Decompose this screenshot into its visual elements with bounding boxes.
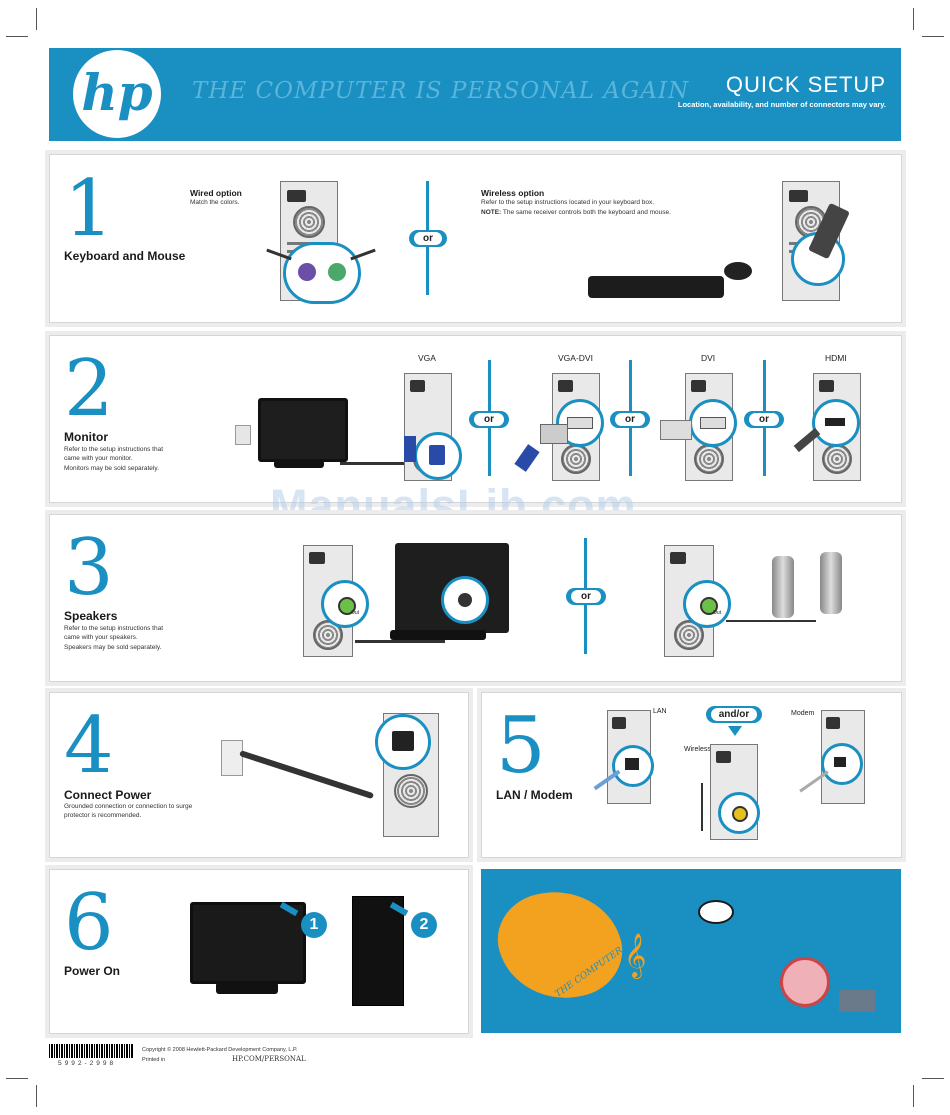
step2-red-text: Refer to the setup instructions that cam… xyxy=(64,446,163,462)
purple-keyboard-plug xyxy=(298,263,316,281)
printed-in-text: Printed in xyxy=(142,1057,166,1063)
wireless-antenna-port-zoom xyxy=(718,792,760,834)
wired-option-title: Wired option xyxy=(190,188,242,198)
step4-title: Connect Power xyxy=(64,788,152,802)
crop-mark xyxy=(922,36,944,37)
modem-label: Modem xyxy=(791,710,815,717)
lan-port-zoom xyxy=(612,745,654,787)
modem-port-zoom xyxy=(821,743,863,785)
footer-url: HP.COM/PERSONAL xyxy=(232,1055,306,1063)
camera-icon xyxy=(839,990,875,1012)
wireless-keyboard-image xyxy=(588,276,724,298)
or-badge: or xyxy=(566,588,606,605)
step6-number: 6 xyxy=(64,878,114,968)
green-mouse-plug xyxy=(328,263,346,281)
note-label: NOTE: xyxy=(481,209,502,216)
or-badge: or xyxy=(744,411,784,428)
out-label: Out xyxy=(713,610,722,616)
step5-title: LAN / Modem xyxy=(496,788,573,802)
crop-mark xyxy=(913,8,914,30)
dvi-port-zoom xyxy=(689,399,737,447)
header-banner xyxy=(49,48,901,141)
music-note-icon: 𝄞 xyxy=(624,935,647,977)
wireless-antenna-image xyxy=(701,783,703,831)
wireless-mouse-image xyxy=(724,262,752,280)
crop-mark xyxy=(36,1085,37,1107)
audio-cable xyxy=(355,640,445,643)
audio-out-zoom: Out xyxy=(321,580,369,628)
or-badge: or xyxy=(469,411,509,428)
film-reel-icon xyxy=(780,957,830,1007)
eye-icon xyxy=(698,900,734,924)
speaker-cable xyxy=(726,620,816,622)
dvi-cable-plug xyxy=(660,420,692,440)
vga-cable-plug xyxy=(404,436,416,462)
step3-note: Speakers may be sold separately. xyxy=(64,644,162,651)
step3-number: 3 xyxy=(64,523,114,613)
computer-power-button-badge: 2 xyxy=(411,912,437,938)
page-subtitle: Location, availability, and number of co… xyxy=(677,100,886,109)
wall-outlet-image xyxy=(235,425,251,445)
wireless-option-text: Refer to the setup instructions located … xyxy=(481,199,655,206)
crop-mark xyxy=(36,8,37,30)
note-text: The same receiver controls both the keyb… xyxy=(501,209,671,216)
step4-number: 4 xyxy=(64,701,114,791)
monitor-image xyxy=(258,398,348,462)
copyright-text: Copyright © 2008 Hewlett-Packard Develop… xyxy=(142,1047,298,1053)
out-label: Out xyxy=(351,610,360,616)
connector-label-vga: VGA xyxy=(418,353,436,363)
computer-front-image xyxy=(352,896,404,1006)
monitor-image xyxy=(190,902,306,984)
crop-mark xyxy=(6,36,28,37)
connector-label-dvi: DVI xyxy=(701,353,716,363)
monitor-stand xyxy=(216,982,278,994)
down-arrow-icon xyxy=(728,726,742,736)
step4-note: Grounded connection or connection to sur… xyxy=(64,803,193,819)
step6-title: Power On xyxy=(64,964,121,978)
crop-mark xyxy=(922,1078,944,1079)
step3-red-text: Refer to the setup instructions that cam… xyxy=(64,625,163,641)
connector-label-hdmi: HDMI xyxy=(825,353,847,363)
monitor-audio-in-zoom xyxy=(441,576,489,624)
step1-number: 1 xyxy=(64,164,114,254)
barcode-image xyxy=(49,1044,134,1058)
step1-title: Keyboard and Mouse xyxy=(64,249,186,263)
connector-label-vga-dvi: VGA-DVI xyxy=(558,353,593,363)
monitor-cable xyxy=(340,462,420,465)
page-title: QUICK SETUP xyxy=(725,72,886,97)
wall-outlet-image xyxy=(221,740,243,776)
power-socket-zoom xyxy=(375,714,431,770)
speaker-left-image xyxy=(772,556,794,618)
monitor-stand xyxy=(274,460,324,468)
wireless-label: Wireless xyxy=(684,746,711,753)
header-tagline: THE COMPUTER IS PERSONAL AGAIN xyxy=(192,78,690,104)
hdmi-port-zoom xyxy=(812,399,860,447)
hp-logo-text: hp xyxy=(81,63,153,122)
wireless-option-title: Wireless option xyxy=(481,188,545,198)
step5-number: 5 xyxy=(496,701,546,791)
vga-port-zoom xyxy=(414,432,462,480)
wireless-note: NOTE: The same receiver controls both th… xyxy=(481,209,671,218)
lan-label: LAN xyxy=(653,708,667,715)
step2-note: Monitors may be sold separately. xyxy=(64,465,159,472)
or-badge: or xyxy=(409,230,447,247)
step2-number: 2 xyxy=(64,344,114,434)
barcode-number: 5992-2998 xyxy=(58,1060,117,1067)
vga-dvi-adapter-image xyxy=(540,424,568,444)
step3-title: Speakers xyxy=(64,609,118,623)
ps2-port-zoom xyxy=(283,242,361,304)
andor-badge: and/or xyxy=(706,706,762,723)
audio-out-zoom: Out xyxy=(683,580,731,628)
step2-title: Monitor xyxy=(64,430,108,444)
speaker-right-image xyxy=(820,552,842,614)
or-badge: or xyxy=(610,411,650,428)
step1-panel xyxy=(49,154,902,323)
monitor-stand xyxy=(390,630,486,640)
monitor-power-button-badge: 1 xyxy=(301,912,327,938)
wired-option-text: Match the colors. xyxy=(190,199,240,206)
crop-mark xyxy=(6,1078,28,1079)
crop-mark xyxy=(913,1085,914,1107)
hp-logo: hp xyxy=(73,50,161,138)
